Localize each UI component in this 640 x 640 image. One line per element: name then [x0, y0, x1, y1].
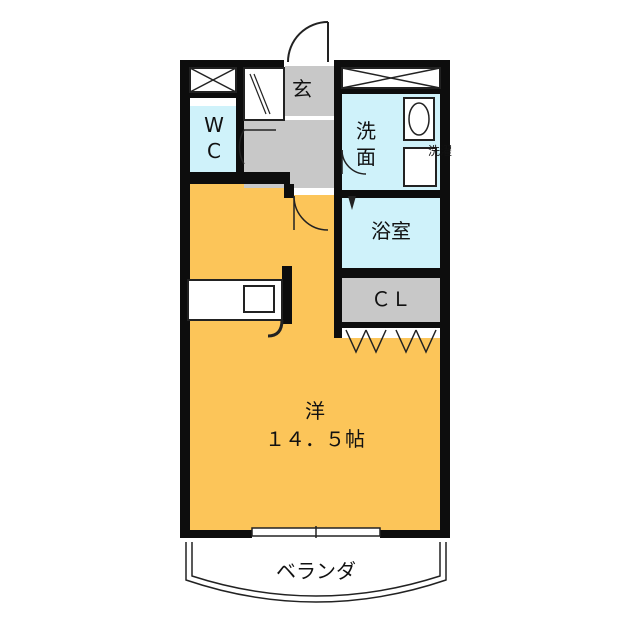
balcony-label: ベランダ: [276, 559, 356, 583]
wc-label-line1: W: [204, 113, 224, 137]
walls: [180, 60, 450, 538]
balcony: [185, 526, 447, 603]
washroom-label-line1: 洗: [356, 119, 376, 143]
wc-label-line2: C: [207, 139, 221, 163]
closet-doors: [345, 329, 437, 354]
closet-label: ＣＬ: [371, 287, 411, 311]
kitchen-counter: [187, 279, 284, 338]
washroom-label-line2: 面: [356, 145, 376, 169]
entrance-label: 玄: [292, 77, 312, 101]
bath-floor: [342, 198, 440, 270]
western-room-name: 洋: [305, 399, 325, 423]
bath-label: 浴室: [371, 219, 411, 243]
entrance-door: [287, 21, 329, 63]
entrance-floor: [285, 66, 335, 116]
closet-floor: [342, 278, 440, 324]
western-room-floor: [188, 184, 440, 530]
washer-label: 洗濯: [428, 144, 452, 158]
wc-floor: [190, 106, 238, 172]
inner-doors: [238, 129, 367, 231]
western-room-size: １４．５帖: [265, 427, 365, 451]
top-storage: [189, 67, 441, 121]
washroom-fixtures: [403, 97, 437, 187]
